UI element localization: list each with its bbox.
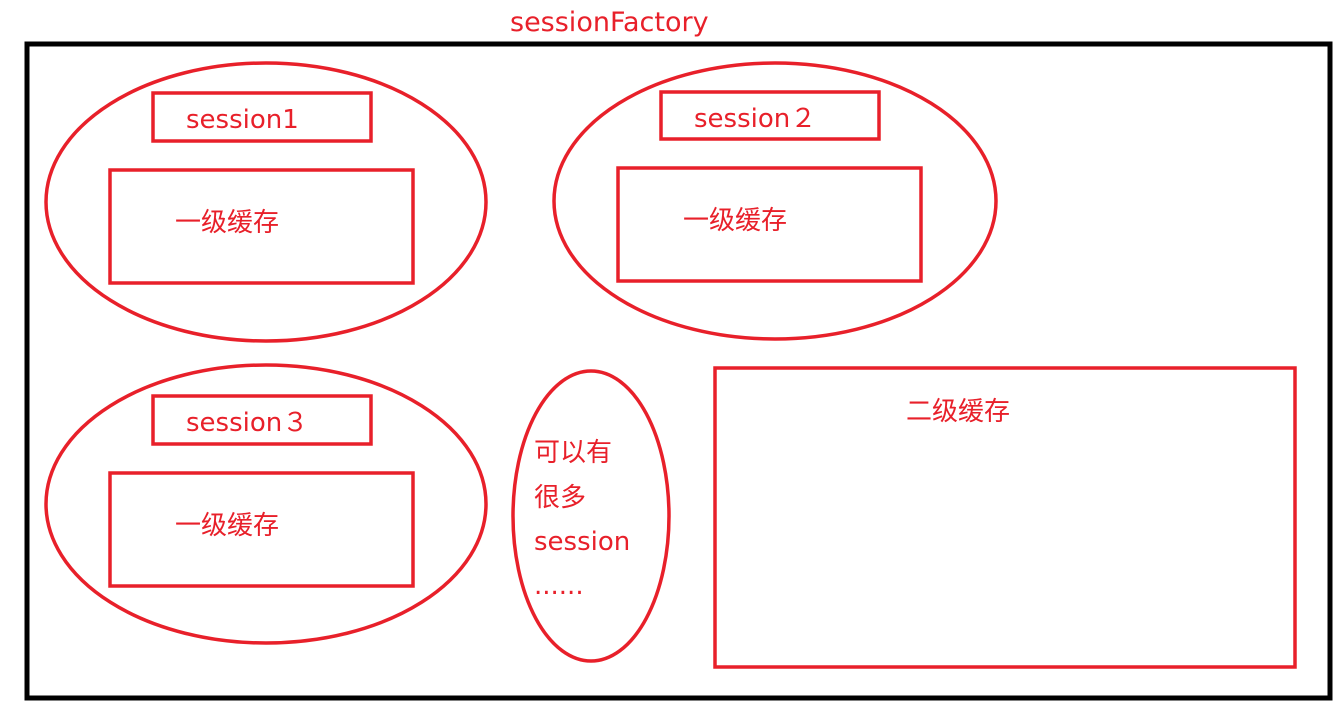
more-sessions-line-4: ...... xyxy=(534,571,584,601)
session-factory-title: sessionFactory xyxy=(510,7,709,38)
session-1-cache-box xyxy=(108,168,415,285)
session-1-cache-label: 一级缓存 xyxy=(175,208,279,238)
session-3-group: session３ 一级缓存 xyxy=(44,363,488,645)
session-2-cache-box xyxy=(616,166,923,283)
session-3-ellipse xyxy=(44,363,488,645)
session-1-group: session1 一级缓存 xyxy=(44,61,488,343)
session-factory-frame xyxy=(24,41,1333,701)
more-sessions-line-1: 可以有 xyxy=(534,438,612,468)
session-3-name-box xyxy=(151,394,373,446)
session-3-name: session３ xyxy=(186,408,308,438)
session-1-name: session1 xyxy=(186,105,299,135)
second-level-cache-box xyxy=(713,366,1297,669)
session-3-cache-box xyxy=(108,471,415,588)
session-2-name-box xyxy=(659,90,881,141)
more-sessions-line-3: session xyxy=(534,527,630,557)
more-sessions-group: 可以有 很多 session ...... xyxy=(511,369,671,663)
session-1-name-box xyxy=(151,91,373,143)
more-sessions-ellipse xyxy=(511,369,671,663)
session-2-cache-label: 一级缓存 xyxy=(683,206,787,236)
more-sessions-line-2: 很多 xyxy=(534,483,586,513)
session-3-cache-label: 一级缓存 xyxy=(175,511,279,541)
session-2-ellipse xyxy=(552,61,998,341)
session-1-ellipse xyxy=(44,61,488,343)
second-level-cache-label: 二级缓存 xyxy=(906,397,1010,427)
session-2-name: session２ xyxy=(694,104,816,134)
second-level-cache-group: 二级缓存 xyxy=(713,366,1297,669)
session-2-group: session２ 一级缓存 xyxy=(552,61,998,341)
